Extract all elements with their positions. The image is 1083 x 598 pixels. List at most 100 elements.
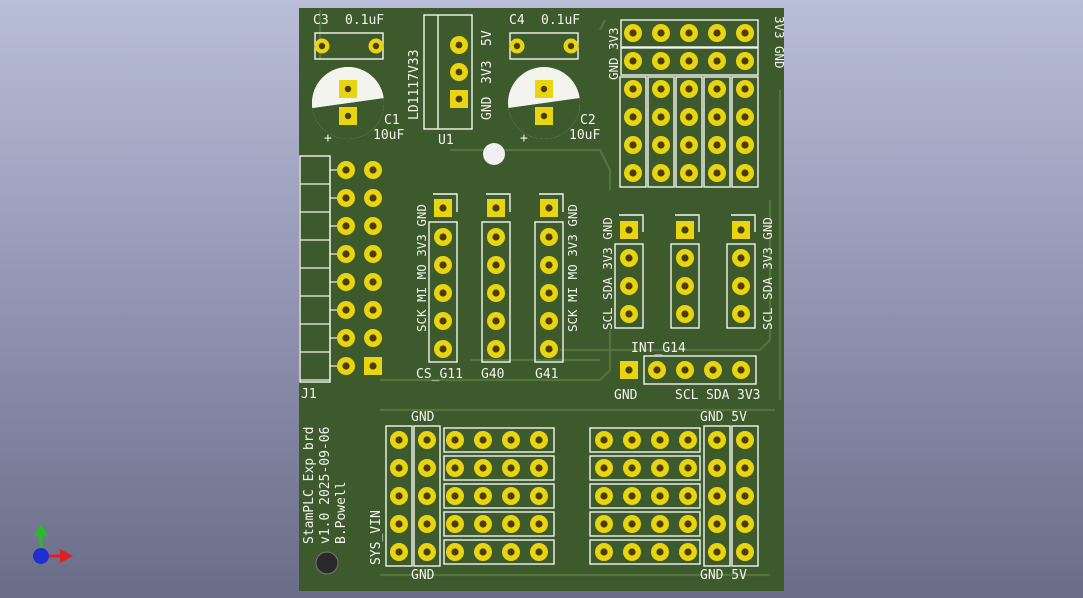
pad-hole xyxy=(395,520,403,528)
u1-ref: U1 xyxy=(438,133,454,148)
pad-hole xyxy=(628,492,636,500)
pad-hole xyxy=(451,436,459,444)
pad-hole xyxy=(741,520,749,528)
silk-outline xyxy=(614,243,644,329)
u1-pads xyxy=(450,36,468,108)
pad-hole xyxy=(479,464,487,472)
pad-hole xyxy=(423,548,431,556)
int-g14-label: INT_G14 xyxy=(631,341,686,356)
silk-outline xyxy=(589,511,701,537)
u1-3v3-label: 3V3 xyxy=(480,61,495,84)
pad-hole xyxy=(657,85,665,93)
pad-hole xyxy=(737,282,745,290)
silk-outline xyxy=(443,455,555,481)
pad-hole xyxy=(741,141,749,149)
pad-hole xyxy=(625,226,633,234)
pad-hole xyxy=(657,57,665,65)
pad-hole xyxy=(681,366,689,374)
spi-left-labels: SCK MI MO 3V3 GND xyxy=(414,204,429,332)
pad-hole xyxy=(369,334,377,342)
int-header xyxy=(620,355,757,385)
c1-label: C1 xyxy=(384,113,400,128)
silk-outline xyxy=(703,76,731,188)
pad-hole xyxy=(713,169,721,177)
pad-hole xyxy=(535,436,543,444)
mounting-hole-bottom xyxy=(315,551,339,575)
pad-hole xyxy=(600,492,608,500)
pad-hole xyxy=(681,226,689,234)
pad-hole xyxy=(492,204,500,212)
silk-outline xyxy=(589,483,701,509)
pad-hole xyxy=(681,254,689,262)
pad-hole xyxy=(741,548,749,556)
c1-capacitor xyxy=(312,67,384,139)
hdr-top-right-gnd: GND xyxy=(772,46,787,69)
c2-label: C2 xyxy=(580,113,596,128)
pad-hole xyxy=(545,204,553,212)
spi-headers xyxy=(428,193,564,363)
pad-hole xyxy=(685,29,693,37)
pad-hole xyxy=(342,194,350,202)
pad-hole xyxy=(492,317,500,325)
c2-plus: + xyxy=(520,131,528,146)
pad-hole xyxy=(535,464,543,472)
pad-hole xyxy=(657,141,665,149)
pad-hole xyxy=(713,85,721,93)
pad-hole xyxy=(479,520,487,528)
silk-outline xyxy=(589,455,701,481)
pad-hole xyxy=(451,520,459,528)
c2-value: 10uF xyxy=(569,128,600,143)
u1-part-label: LD1117V33 xyxy=(407,50,422,120)
pad-hole xyxy=(628,548,636,556)
pad-hole xyxy=(507,492,515,500)
pad-hole xyxy=(741,169,749,177)
i2c-left-labels: SCL SDA 3V3 GND xyxy=(600,217,615,330)
silk-outline xyxy=(481,221,511,363)
pad-hole xyxy=(685,169,693,177)
pad-hole xyxy=(684,548,692,556)
pad-hole xyxy=(545,289,553,297)
pad-hole xyxy=(741,85,749,93)
pad-hole xyxy=(535,520,543,528)
c3-label: C3 xyxy=(313,13,329,28)
c4-pads xyxy=(509,38,579,54)
pad-hole xyxy=(684,492,692,500)
pwr2-top-label: GND 5V xyxy=(700,410,747,425)
board-name: StamPLC Exp brd xyxy=(302,427,317,544)
pad-hole xyxy=(369,166,377,174)
silk-outline xyxy=(428,221,458,363)
silk-outline xyxy=(620,19,759,48)
pad-hole xyxy=(369,306,377,314)
silk-outline xyxy=(726,243,756,329)
silk-outline xyxy=(443,483,555,509)
pad-hole xyxy=(423,436,431,444)
pad-hole xyxy=(685,113,693,121)
pad-hole xyxy=(657,29,665,37)
pad-hole xyxy=(507,436,515,444)
pad-hole xyxy=(342,334,350,342)
pwr2-bottom-label: GND 5V xyxy=(700,568,747,583)
pad-hole xyxy=(656,436,664,444)
pwr-gnd-bottom: GND xyxy=(411,568,435,583)
board-version: v1.0 2025-09-06 xyxy=(318,427,333,544)
pad-hole xyxy=(369,194,377,202)
pad-hole xyxy=(737,366,745,374)
pad-hole xyxy=(629,85,637,93)
pad-hole xyxy=(629,141,637,149)
pad-hole xyxy=(545,317,553,325)
pad-hole xyxy=(737,254,745,262)
pad-hole xyxy=(342,250,350,258)
int-sda-label: SDA xyxy=(706,388,730,403)
power-headers xyxy=(385,425,759,567)
silk-outline xyxy=(385,425,413,567)
pwr-gnd-top: GND xyxy=(411,410,435,425)
pad-hole xyxy=(657,113,665,121)
c3-value: 0.1uF xyxy=(345,13,384,28)
pad-hole xyxy=(713,141,721,149)
u1-5v-label: 5V xyxy=(480,30,495,46)
pad-hole xyxy=(741,113,749,121)
u1-gnd-label: GND xyxy=(480,96,495,120)
pad-hole xyxy=(713,29,721,37)
j1-label: J1 xyxy=(301,387,317,402)
